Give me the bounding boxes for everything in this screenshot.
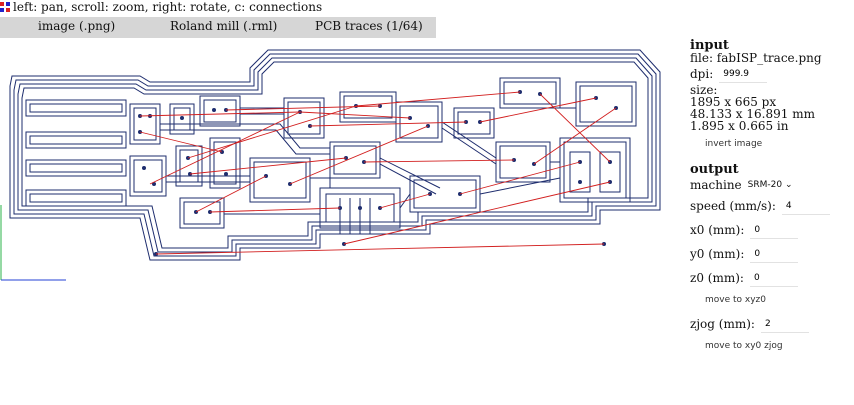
tab-image-png[interactable]: image (.png) xyxy=(38,19,116,33)
machine-select[interactable]: SRM-20 ⌄ xyxy=(748,179,793,191)
size-px: 1895 x 665 px xyxy=(690,95,777,109)
file-name: file: fabISP_trace.png xyxy=(690,51,822,65)
input-title: input xyxy=(690,38,729,53)
axes-indicator xyxy=(0,205,66,281)
speed-label: speed (mm/s): xyxy=(690,199,776,213)
z0-label: z0 (mm): xyxy=(690,271,744,285)
output-title: output xyxy=(690,162,739,177)
machine-value: SRM-20 xyxy=(747,180,783,190)
dpi-label: dpi: xyxy=(690,67,714,81)
machine-label: machine xyxy=(690,178,742,192)
instructions-text: left: pan, scroll: zoom, right: rotate, … xyxy=(13,0,323,14)
usb-pads xyxy=(25,99,127,207)
component-pads xyxy=(129,77,637,229)
format-tabbar: image (.png) Roland mill (.rml) PCB trac… xyxy=(0,17,436,38)
zjog-label: zjog (mm): xyxy=(690,317,755,331)
trace-outline xyxy=(21,61,649,249)
dpi-input[interactable] xyxy=(719,65,768,83)
y0-label: y0 (mm): xyxy=(690,247,745,261)
x0-input[interactable] xyxy=(750,221,799,239)
move-to-xy0-zjog-button[interactable]: move to xy0 zjog xyxy=(705,341,783,351)
tab-roland-mill[interactable]: Roland mill (.rml) xyxy=(170,19,278,33)
trace-outline xyxy=(17,57,653,253)
grid-icon xyxy=(0,2,10,12)
settings-panel: input file: fabISP_trace.png dpi: size: … xyxy=(690,38,850,352)
x0-label: x0 (mm): xyxy=(690,223,745,237)
connection-lines xyxy=(139,91,617,255)
zjog-input[interactable] xyxy=(760,315,809,333)
tab-pcb-traces[interactable]: PCB traces (1/64) xyxy=(315,19,423,33)
trace-outline xyxy=(13,53,657,257)
instructions-bar: left: pan, scroll: zoom, right: rotate, … xyxy=(0,0,440,15)
move-to-xyz0-button[interactable]: move to xyz0 xyxy=(705,295,766,305)
size-label: size: xyxy=(690,83,718,97)
size-mm: 48.133 x 16.891 mm xyxy=(690,107,815,121)
speed-input[interactable] xyxy=(781,197,830,215)
size-in: 1.895 x 0.665 in xyxy=(690,119,789,133)
y0-input[interactable] xyxy=(750,245,799,263)
trace-outline xyxy=(9,49,661,261)
trace-runs xyxy=(160,107,576,234)
z0-input[interactable] xyxy=(749,269,798,287)
invert-image-button[interactable]: invert image xyxy=(705,139,763,149)
chevron-down-icon: ⌄ xyxy=(784,180,793,190)
toolpath-canvas[interactable] xyxy=(0,38,680,300)
